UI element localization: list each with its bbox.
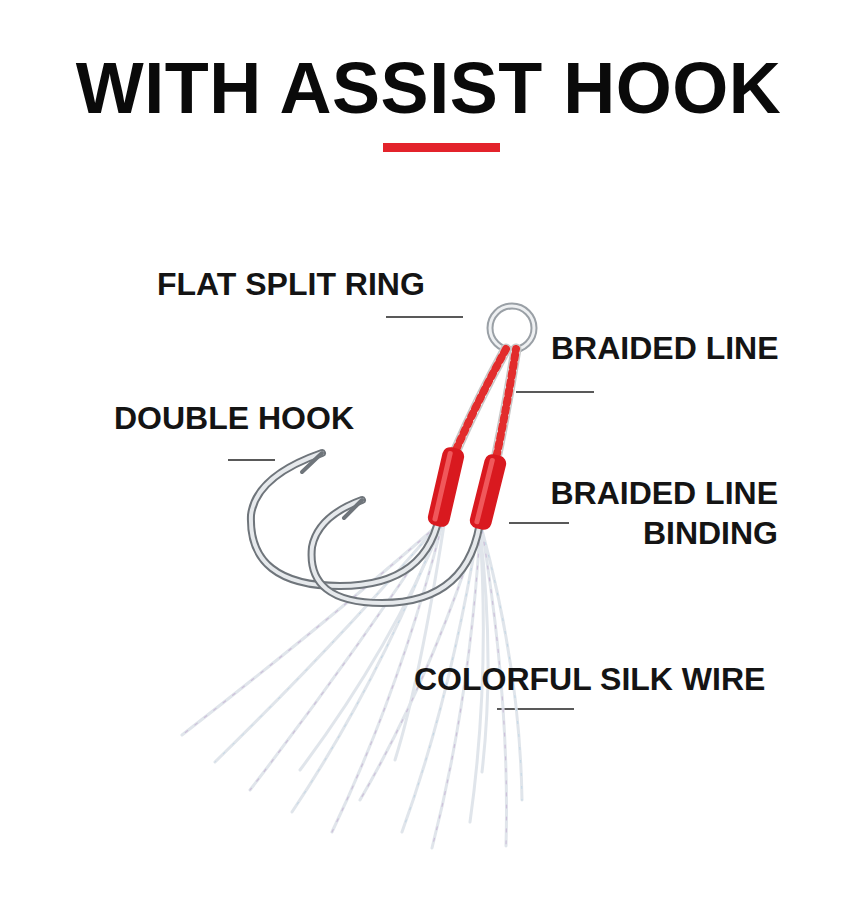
leader-line <box>497 708 574 710</box>
leader-line <box>228 459 275 461</box>
flat-split-ring <box>490 306 534 350</box>
part-label: COLORFUL SILK WIRE <box>414 659 765 699</box>
part-label: BRAIDED LINE BINDING <box>538 473 778 553</box>
leader-line <box>516 391 594 393</box>
part-label: BRAIDED LINE <box>551 328 779 368</box>
title: WITH ASSIST HOOK <box>0 48 857 128</box>
part-label: FLAT SPLIT RING <box>157 264 425 304</box>
part-label: DOUBLE HOOK <box>114 398 354 438</box>
leader-line <box>386 316 463 318</box>
leader-line <box>509 522 569 524</box>
braided-line <box>456 349 516 454</box>
title-underline <box>383 143 500 152</box>
braided-line-binding <box>426 446 508 532</box>
leader-lines <box>228 317 594 709</box>
